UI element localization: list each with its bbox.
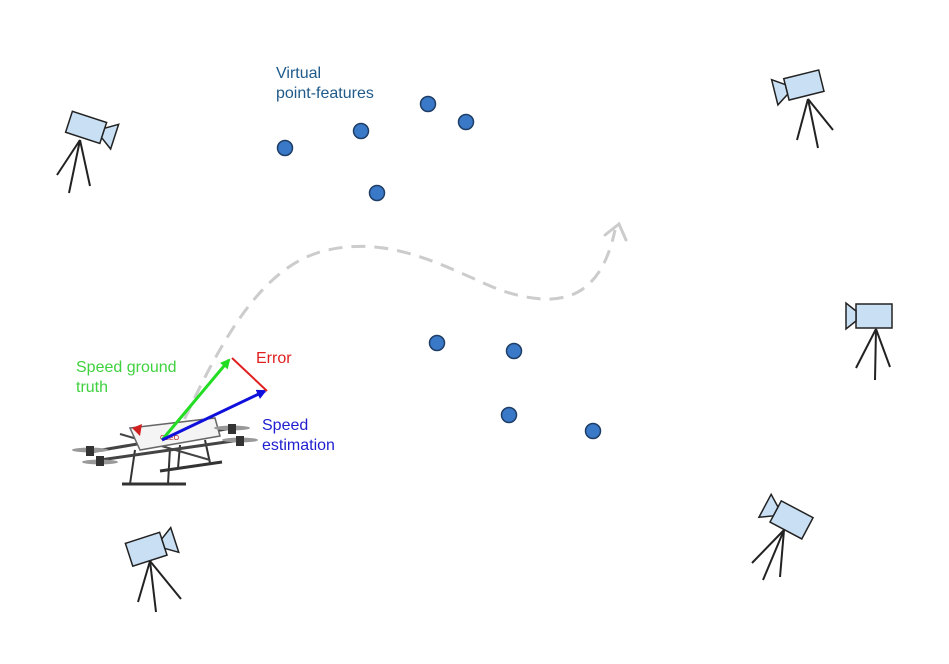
camera-icon [64, 110, 120, 151]
svg-text:CLEO: CLEO [160, 435, 180, 442]
camera-icon [845, 301, 893, 331]
camera-icon [124, 526, 180, 568]
tripod-icon [137, 560, 182, 613]
tripod-icon [796, 98, 834, 149]
estimation-arrow [161, 389, 267, 442]
tripod-icon [56, 139, 91, 194]
camera-icon [770, 69, 825, 107]
point-feature-marker [419, 95, 437, 113]
ground-truth-arrow [160, 358, 231, 441]
camera-icon [757, 492, 815, 540]
camera-top-left [56, 110, 120, 194]
point-feature-marker [505, 342, 523, 360]
camera-bottom-right [751, 492, 815, 581]
camera-right [845, 301, 893, 381]
point-feature-marker [584, 422, 602, 440]
point-feature-marker [500, 406, 518, 424]
trajectory-arrow [603, 221, 628, 242]
error-line [231, 357, 268, 392]
features-label: Virtual point-features [276, 65, 374, 102]
point-feature-marker [276, 139, 294, 157]
camera-top-right [770, 69, 834, 149]
tripod-icon [751, 529, 785, 581]
point-feature-marker [428, 334, 446, 352]
camera-bottom-left [124, 526, 182, 613]
tripod-icon [855, 328, 891, 381]
point-feature-marker [352, 122, 370, 140]
point-feature-marker [457, 113, 475, 131]
point-features [276, 95, 602, 440]
trajectory [173, 221, 628, 441]
ground-truth-label: Speed ground truth [76, 359, 177, 396]
estimation-label: Speed estimation [262, 417, 335, 454]
error-label: Error [256, 350, 292, 367]
drone-icon: CLEO [72, 417, 258, 486]
speed-vectors [160, 357, 268, 442]
point-feature-marker [368, 184, 386, 202]
